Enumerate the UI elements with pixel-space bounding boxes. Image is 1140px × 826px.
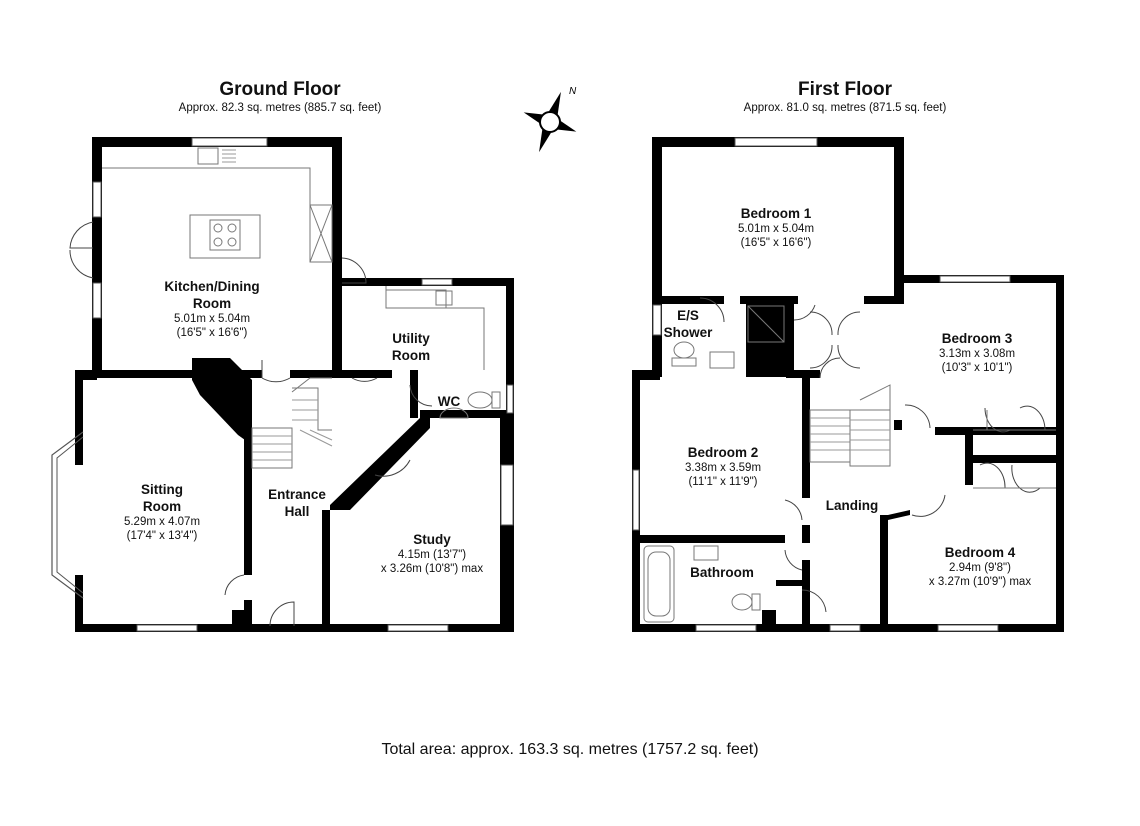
room-entrance-hall: Entrance Hall (268, 487, 326, 519)
room-bathroom: Bathroom (690, 565, 754, 580)
compass-north-label: N (569, 86, 577, 97)
fixtures (102, 147, 1056, 623)
room-landing: Landing (825, 498, 879, 513)
first-floor-title: First Floor (798, 79, 892, 100)
windows (92, 137, 1011, 632)
room-study: Study 4.15m (13'7") x 3.26m (10'8") max (380, 532, 484, 575)
room-sitting: Sitting Room 5.29m x 4.07m (17'4" x 13'4… (123, 482, 201, 542)
compass-rose-icon (523, 91, 577, 153)
walls (75, 137, 1064, 632)
room-bedroom-3: Bedroom 3 3.13m x 3.08m (10'3" x 10'1") (938, 331, 1016, 374)
room-ensuite-shower: E/S Shower (663, 308, 713, 340)
room-bedroom-4: Bedroom 4 2.94m (9'8") x 3.27m (10'9") m… (928, 545, 1032, 588)
first-floor-area: Approx. 81.0 sq. metres (871.5 sq. feet) (743, 102, 947, 114)
room-kitchen-dining: Kitchen/Dining Room 5.01m x 5.04m (16'5"… (164, 279, 260, 339)
ground-floor-title: Ground Floor (219, 79, 341, 100)
room-utility: Utility Room (391, 331, 431, 363)
total-area: Total area: approx. 163.3 sq. metres (17… (381, 741, 759, 758)
room-wc: WC (437, 394, 461, 409)
room-bedroom-1: Bedroom 1 5.01m x 5.04m (16'5" x 16'6") (737, 206, 815, 249)
doors (69, 221, 1046, 627)
ground-floor-area: Approx. 82.3 sq. metres (885.7 sq. feet) (178, 102, 382, 114)
room-bedroom-2: Bedroom 2 3.38m x 3.59m (11'1" x 11'9") (684, 445, 762, 488)
